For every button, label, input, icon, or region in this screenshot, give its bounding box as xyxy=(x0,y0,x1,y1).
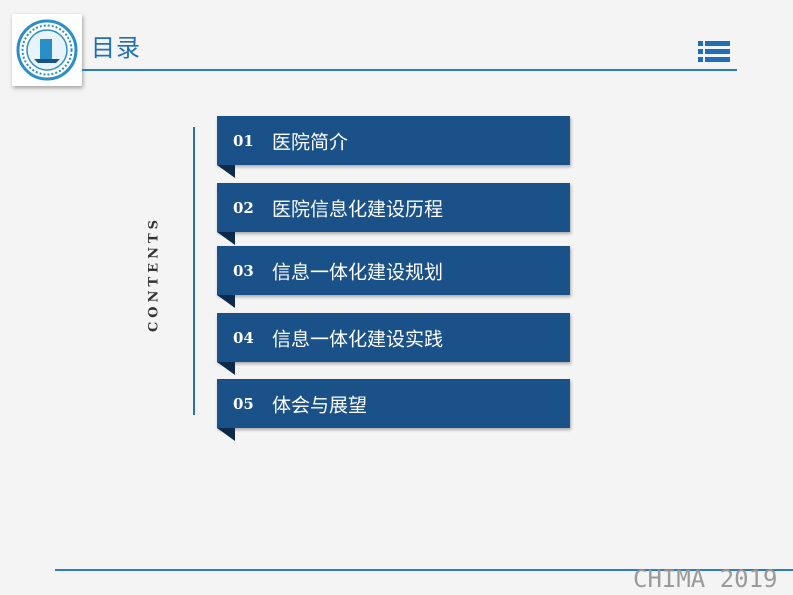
toc-item-number: 04 xyxy=(233,328,254,347)
footer-brand: CHIMA 2019 xyxy=(633,565,778,593)
toc-item-number: 05 xyxy=(233,394,254,413)
list-menu-icon[interactable] xyxy=(698,41,730,63)
toc-item-number: 01 xyxy=(233,131,254,150)
page-title: 目录 xyxy=(91,34,141,62)
toc-item-label: 信息一体化建设规划 xyxy=(272,261,444,283)
toc-item-2[interactable]: 02 医院信息化建设历程 xyxy=(217,183,570,245)
ribbon-fold xyxy=(217,362,235,375)
contents-divider xyxy=(193,127,195,415)
toc-item-label: 信息一体化建设实践 xyxy=(272,328,444,350)
toc-item-5[interactable]: 05 体会与展望 xyxy=(217,379,570,441)
toc-item-label: 医院简介 xyxy=(272,131,349,153)
toc-item-number: 03 xyxy=(233,261,254,280)
toc-item-3[interactable]: 03 信息一体化建设规划 xyxy=(217,246,570,308)
contents-label: CONTENTS xyxy=(146,215,162,333)
toc-item-label: 体会与展望 xyxy=(272,394,368,416)
toc-item-label: 医院信息化建设历程 xyxy=(272,198,444,220)
ribbon-fold xyxy=(217,428,235,441)
header-divider xyxy=(82,69,737,71)
toc-item-4[interactable]: 04 信息一体化建设实践 xyxy=(217,313,570,375)
footer-divider xyxy=(55,569,793,571)
ribbon-fold xyxy=(217,232,235,245)
ribbon-fold xyxy=(217,295,235,308)
hospital-logo-icon xyxy=(12,14,82,86)
ribbon-fold xyxy=(217,165,235,178)
toc-item-number: 02 xyxy=(233,198,254,217)
toc-item-1[interactable]: 01 医院简介 xyxy=(217,116,570,178)
